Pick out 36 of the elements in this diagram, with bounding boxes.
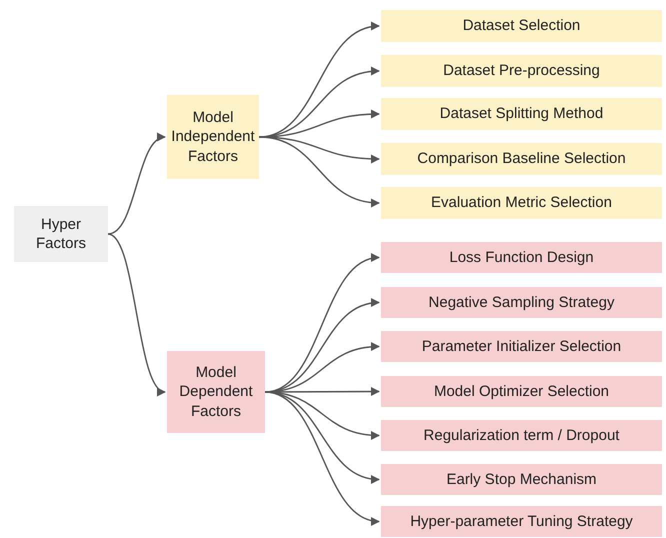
factor-box bbox=[381, 143, 662, 175]
factor-box bbox=[381, 506, 662, 537]
node-label: Hyper Factors bbox=[34, 214, 87, 254]
factor-box bbox=[381, 187, 662, 219]
node-label: Dataset Pre-processing bbox=[443, 61, 600, 81]
node-label: Model Optimizer Selection bbox=[434, 382, 610, 402]
factor-box bbox=[167, 351, 265, 433]
arrow bbox=[258, 67, 380, 138]
node-label: Parameter Initializer Selection bbox=[422, 336, 622, 356]
factor-box bbox=[381, 55, 662, 87]
factor-box bbox=[381, 420, 662, 451]
factor-box bbox=[381, 287, 662, 318]
node-label: Loss Function Design bbox=[449, 248, 594, 268]
node-label: Early Stop Mechanism bbox=[446, 470, 597, 490]
arrow bbox=[258, 22, 380, 138]
node-label: Model Independent Factors bbox=[171, 108, 255, 166]
factor-box bbox=[381, 242, 662, 273]
factor-box bbox=[381, 331, 662, 362]
node-label: Regularization term / Dropout bbox=[424, 426, 620, 446]
arrow bbox=[264, 299, 380, 393]
factor-box bbox=[381, 10, 662, 42]
node-label: Dataset Selection bbox=[462, 16, 580, 36]
factor-box bbox=[381, 98, 662, 130]
arrow bbox=[258, 110, 380, 138]
factor-box bbox=[381, 376, 662, 407]
factor-box bbox=[381, 464, 662, 495]
node-label: Comparison Baseline Selection bbox=[417, 149, 626, 169]
arrow bbox=[258, 136, 380, 207]
node-label: Dataset Splitting Method bbox=[440, 104, 604, 124]
arrow bbox=[108, 134, 166, 235]
node-label: Hyper-parameter Tuning Strategy bbox=[410, 512, 633, 532]
factor-box bbox=[167, 95, 259, 179]
node-label: Negative Sampling Strategy bbox=[428, 292, 614, 312]
root-box bbox=[14, 206, 108, 262]
node-label: Model Dependent Factors bbox=[178, 362, 254, 422]
node-label: Evaluation Metric Selection bbox=[431, 193, 612, 213]
